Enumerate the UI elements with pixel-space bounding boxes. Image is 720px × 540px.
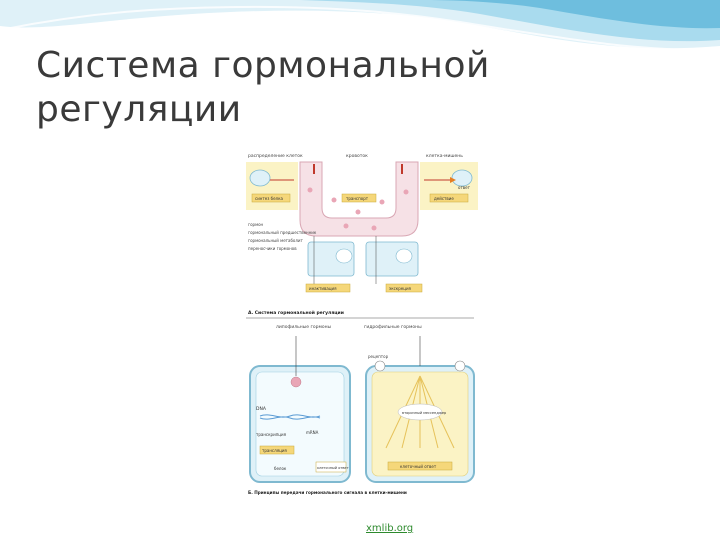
legend-precursor: гормональный предшественник [248,230,317,235]
target-cell-icon [451,169,473,187]
box-transport: транспорт [346,196,369,201]
label-mrna: mRNA [306,430,319,435]
source-link[interactable]: xmlib.org [366,523,414,534]
box-inactivation: инактивация [309,286,337,291]
label-dna: DNA [256,406,267,412]
label-receptor: рецептор [368,354,389,359]
panel-a-caption: А. Система гормональной регуляции [248,309,344,316]
box-synthesis: синтез белка [255,196,284,201]
box-answer: ответ [458,185,471,190]
legend-hormone: гормон [248,222,264,227]
box-effect: действие [434,196,454,201]
box-excretion: экскреция [389,286,412,291]
box-response-right: клеточный ответ [400,464,437,469]
panel-a-label-right: клетка-мишень [426,154,463,159]
panel-b-header-left: липофильные гормоны [276,324,332,330]
label-transcription: транскрипция [256,432,287,437]
slide-title-line-2: регуляции [36,89,242,130]
box-second-messenger: вторичный мессенджер [402,411,447,415]
slide-title-line-1: Система гормональной [36,45,490,86]
label-protein: белок [274,466,287,471]
legend-metabolite: гормональный метаболит [248,238,304,243]
panel-a-synthesis-area [246,162,298,210]
box-response-left: клеточный ответ [317,466,349,470]
hormone-regulation-figure: распределение клеток кровоток клетка-миш… [246,150,478,500]
producer-cell-icon [249,169,271,187]
figure-svg: распределение клеток кровоток клетка-миш… [246,150,478,495]
panel-b-header-right: гидрофильные гормоны [364,324,422,330]
label-translation: трансляция [262,448,287,453]
legend-carriers: переносчики гормонов [248,246,297,251]
header-wave-decoration [0,0,720,52]
slide-title: Система гормональной регуляции [36,44,596,132]
panel-a-label-mid: кровоток [346,154,368,159]
panel-b-caption: Б. Принципы передачи гормонального сигна… [248,490,407,495]
panel-a-label-left: распределение клеток [248,154,303,159]
